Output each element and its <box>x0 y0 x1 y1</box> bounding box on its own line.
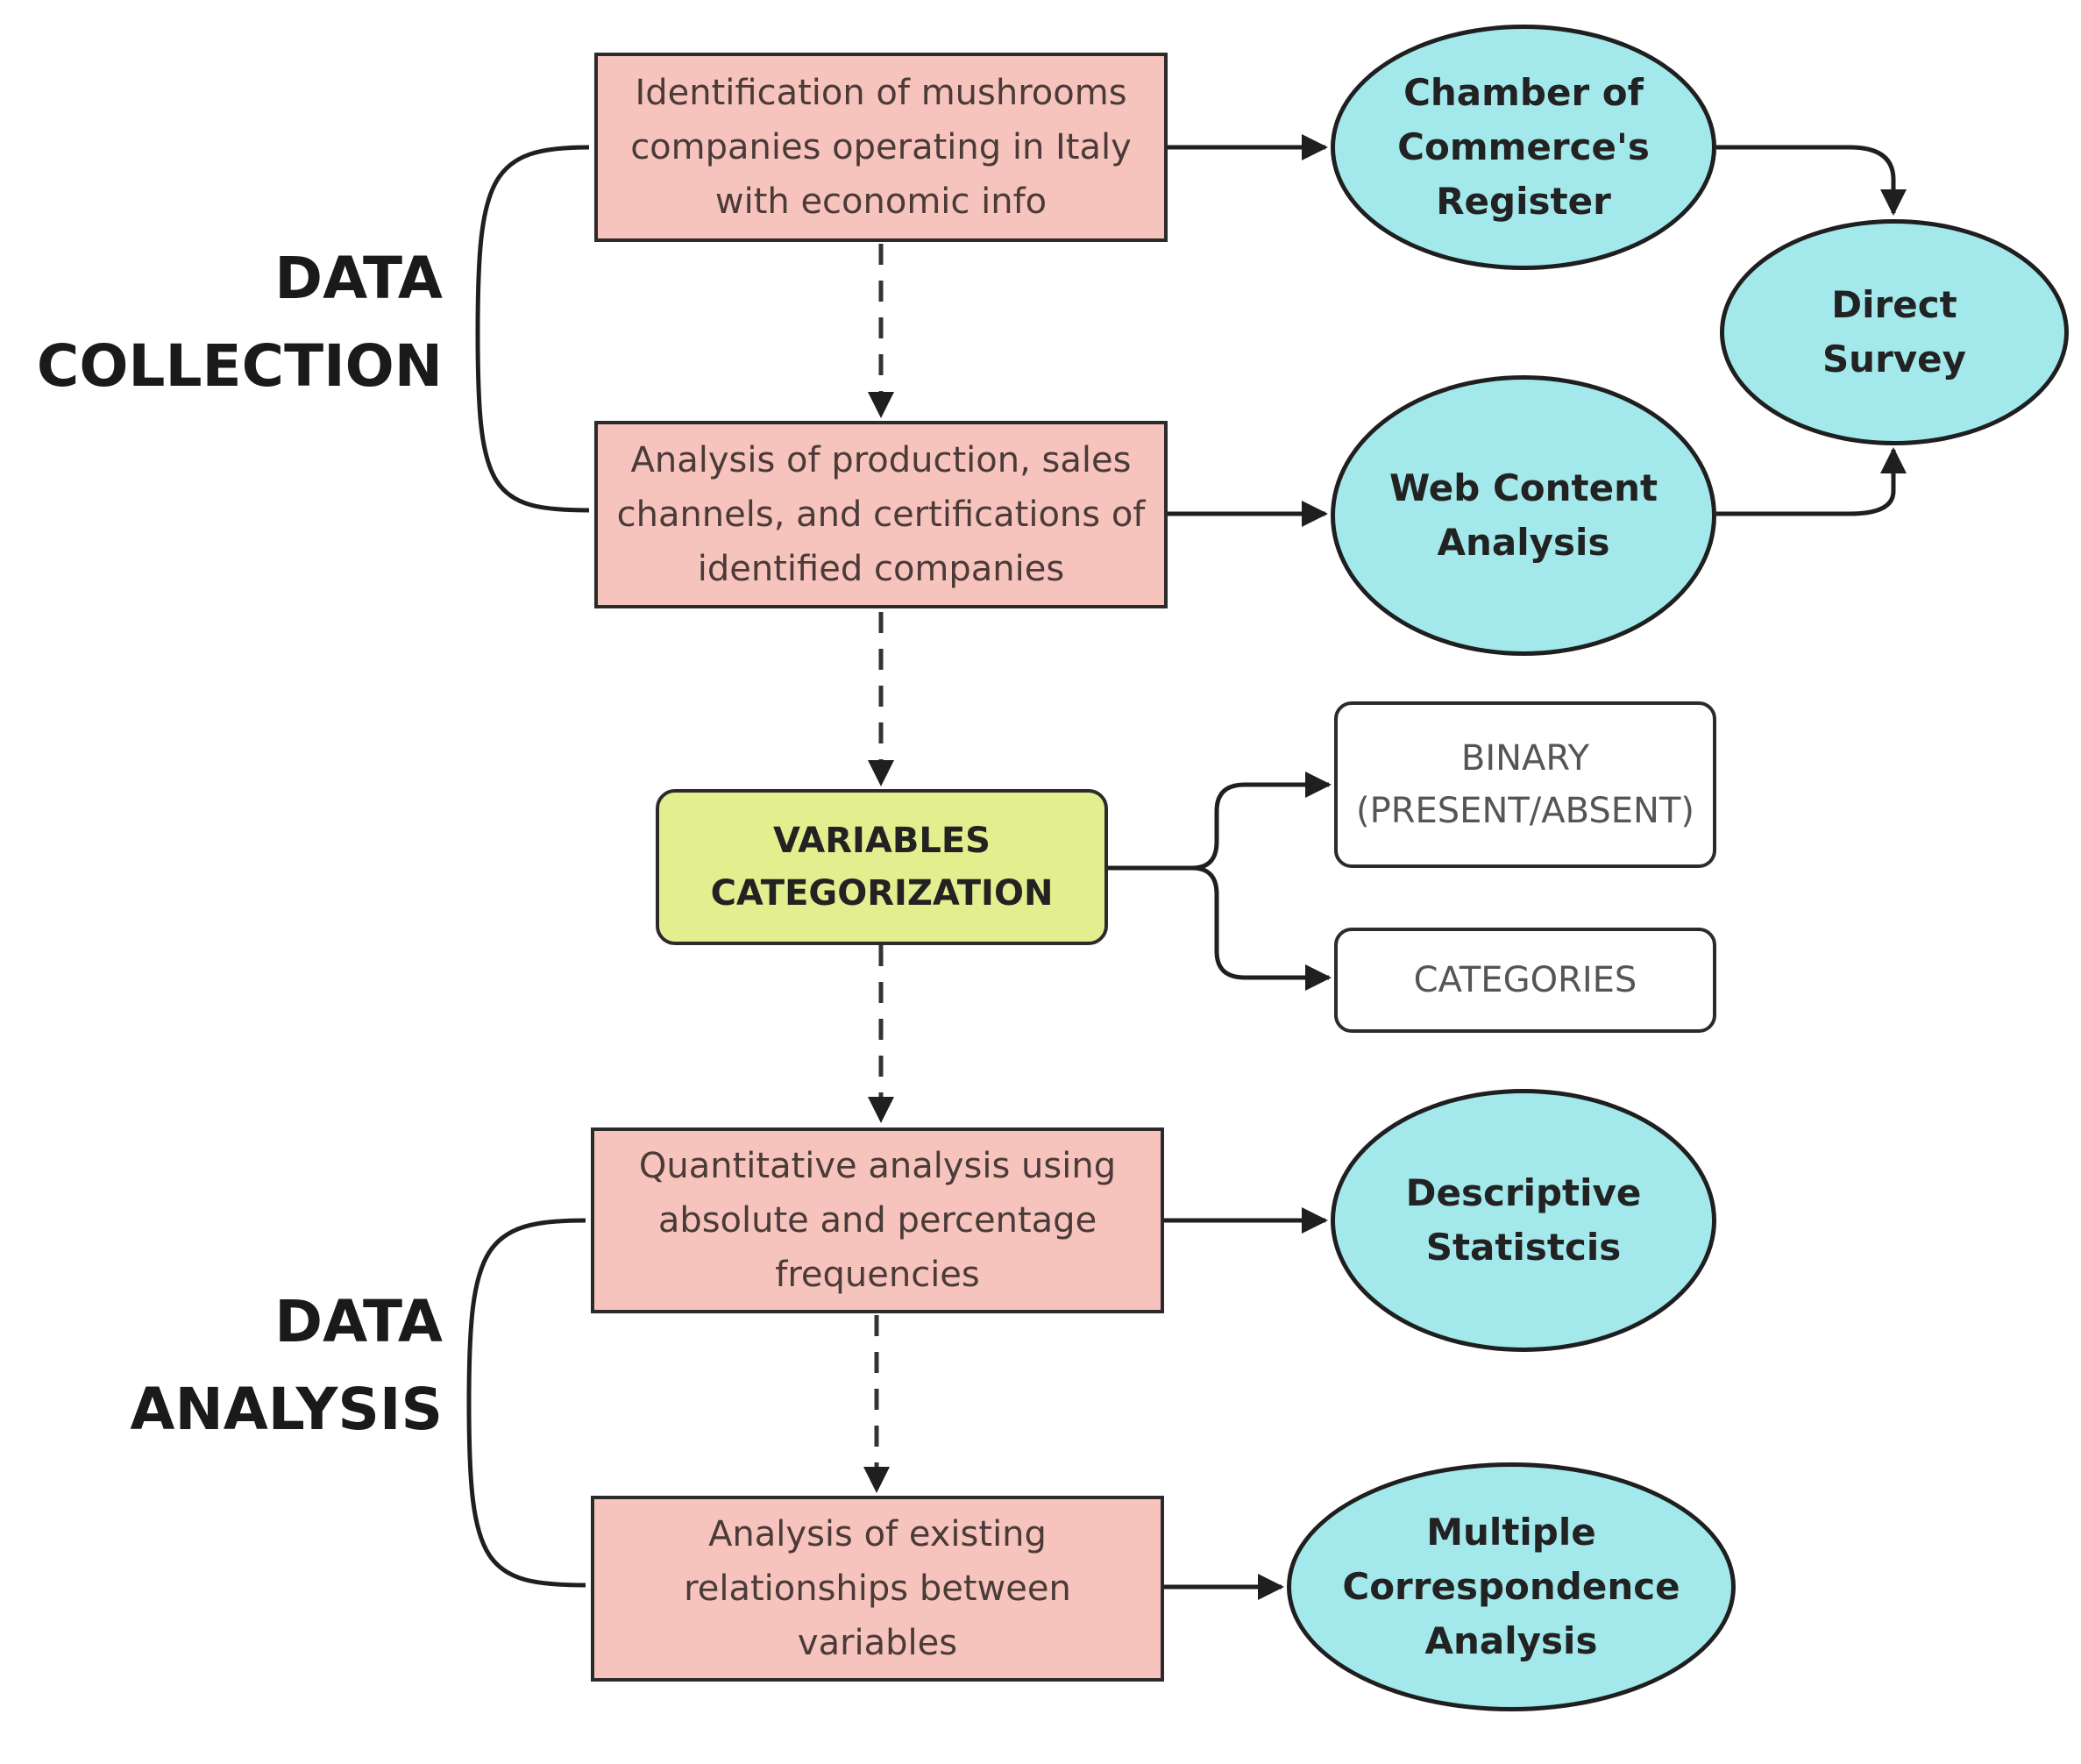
descriptive-line-1: Descriptive <box>1405 1171 1642 1214</box>
step-identification-line-3: with economic info <box>714 181 1048 222</box>
step-quantitative-line-2: absolute and percentage <box>657 1200 1097 1241</box>
data-collection-line-1: DATA <box>274 245 443 312</box>
survey-line-1: Direct <box>1831 283 1957 326</box>
data-analysis-label: DATA ANALYSIS <box>35 1278 443 1454</box>
step-production-line-3: identified companies <box>697 549 1065 589</box>
chamber-line-2: Commerce's <box>1397 125 1650 168</box>
step-relationships-line-3: variables <box>797 1623 958 1663</box>
method-chamber-register: Chamber of Commerce's Register <box>1331 25 1716 270</box>
mca-line-1: Multiple <box>1426 1511 1596 1554</box>
web-line-1: Web Content <box>1389 466 1658 509</box>
chamber-line-3: Register <box>1436 180 1611 223</box>
method-descriptive-statistics: Descriptive Statistcis <box>1331 1089 1716 1352</box>
chamber-line-1: Chamber of <box>1403 71 1644 114</box>
data-collection-brace <box>475 145 590 513</box>
survey-line-2: Survey <box>1822 338 1967 381</box>
varcat-line-2: CATEGORIZATION <box>710 873 1054 914</box>
method-multiple-correspondence-analysis: Multiple Correspondence Analysis <box>1287 1462 1736 1711</box>
variables-categorization: VARIABLES CATEGORIZATION <box>656 789 1108 945</box>
data-analysis-line-2: ANALYSIS <box>130 1376 443 1443</box>
variable-type-categories: CATEGORIES <box>1334 928 1716 1033</box>
step-relationship-analysis: Analysis of existing relationships betwe… <box>591 1496 1164 1682</box>
step-identification-line-1: Identification of mushrooms <box>635 73 1127 113</box>
data-analysis-line-1: DATA <box>274 1288 443 1355</box>
categories-line-1: CATEGORIES <box>1413 960 1637 1000</box>
step-relationships-line-2: relationships between <box>684 1568 1071 1609</box>
step-relationships-line-1: Analysis of existing <box>708 1514 1047 1554</box>
varcat-line-1: VARIABLES <box>773 821 991 861</box>
step-production-line-2: channels, and certifications of <box>616 494 1146 535</box>
step-quantitative-line-1: Quantitative analysis using <box>638 1146 1117 1186</box>
arrow-web-to-survey <box>1716 447 1907 516</box>
arrow-categorization-to-categories <box>1191 865 1332 991</box>
method-direct-survey: Direct Survey <box>1720 219 2069 445</box>
arrow-chamber-to-survey <box>1716 145 1907 216</box>
method-web-content-analysis: Web Content Analysis <box>1331 375 1716 656</box>
data-collection-label: DATA COLLECTION <box>35 235 443 410</box>
descriptive-line-2: Statistcis <box>1425 1226 1622 1269</box>
step-identification: Identification of mushrooms companies op… <box>594 53 1168 242</box>
step-production-analysis: Analysis of production, sales channels, … <box>594 421 1168 608</box>
web-line-2: Analysis <box>1437 521 1610 564</box>
data-collection-line-2: COLLECTION <box>36 332 443 400</box>
arrow-categorization-to-binary <box>1108 772 1332 871</box>
step-production-line-1: Analysis of production, sales <box>630 440 1132 480</box>
step-identification-line-2: companies operating in Italy <box>630 127 1132 167</box>
variable-type-binary: BINARY (PRESENT/ABSENT) <box>1334 701 1716 868</box>
data-analysis-brace <box>466 1218 586 1588</box>
binary-line-1: BINARY <box>1460 738 1590 779</box>
mca-line-2: Correspondence <box>1342 1565 1680 1608</box>
binary-line-2: (PRESENT/ABSENT) <box>1355 791 1694 831</box>
step-quantitative-analysis: Quantitative analysis using absolute and… <box>591 1127 1164 1313</box>
step-quantitative-line-3: frequencies <box>775 1255 980 1295</box>
mca-line-3: Analysis <box>1424 1619 1598 1662</box>
